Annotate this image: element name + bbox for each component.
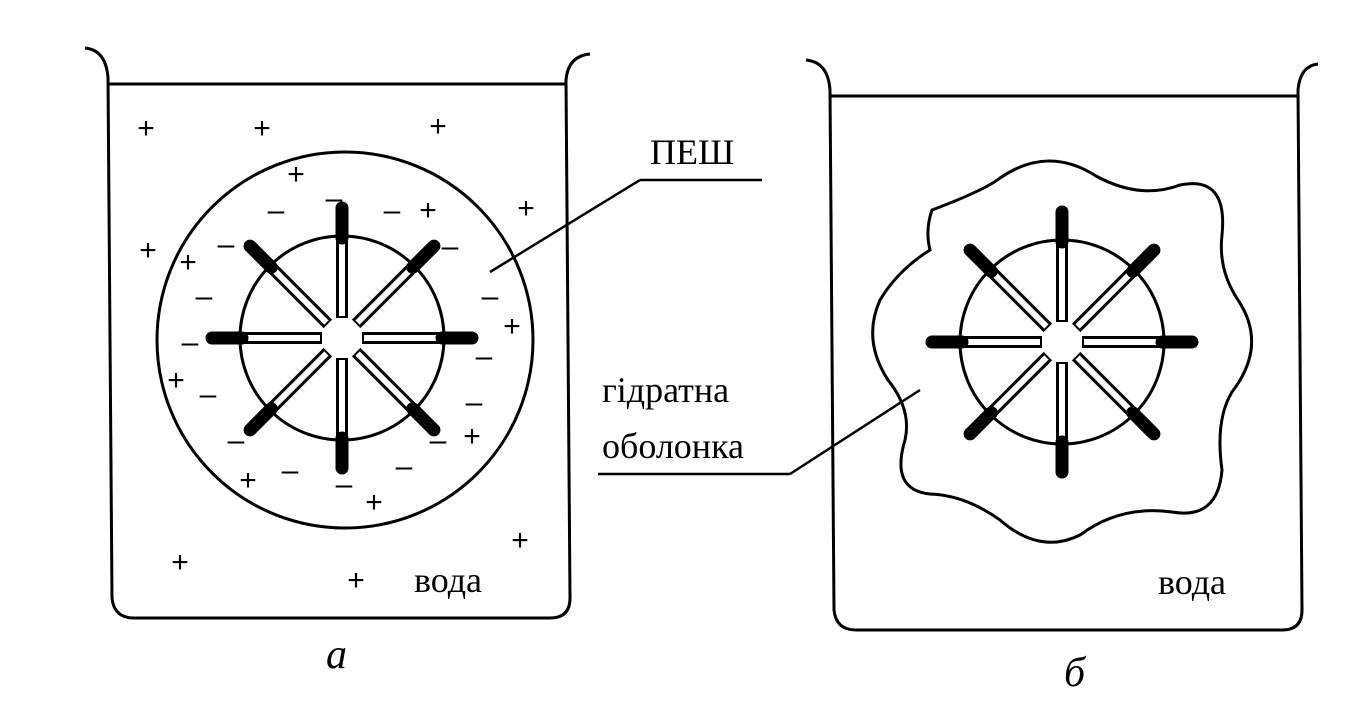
plus-sign: + [179,246,197,279]
caption-a: а [326,632,347,678]
surfactant-molecules-b [925,205,1199,479]
minus-sign: – [396,450,413,483]
water-label-b: вода [1158,562,1226,602]
hydrate-shell [871,159,1254,544]
plus-sign: + [347,564,365,597]
surfactant-molecules-a [205,201,479,475]
surfactant-molecule [963,243,1053,333]
plus-sign: + [511,524,529,557]
beaker-b [805,58,1319,632]
surfactant-molecule [351,347,441,437]
plus-sign: + [167,364,185,397]
minus-sign: – [384,194,401,227]
minus-sign: – [430,424,447,457]
surfactant-molecule [963,351,1053,441]
surfactant-molecule [243,239,333,329]
minus-sign: – [442,230,459,263]
minus-sign: – [336,468,353,501]
minus-sign: – [228,424,245,457]
water-label-a: вода [414,560,482,600]
double-layer-circle-a [155,150,535,530]
plus-sign: + [365,486,383,519]
pesh-pointer-line [489,178,641,274]
minus-sign: – [482,280,499,313]
plus-sign: + [137,112,155,145]
panel-a: ПЕШ вода а ++++++++++++++++ ––––––––––––… [84,46,762,678]
minus-sign: – [182,326,199,359]
surfactant-molecule [243,347,333,437]
panel-b: гідратна оболонка вода б [598,58,1319,696]
minus-sign: – [466,386,483,419]
caption-b: б [1064,650,1087,696]
minus-sign: – [218,228,235,261]
hydrate-pointer-line [789,388,921,476]
hydrate-label-line1: гідратна [602,370,729,410]
negative-charges-a: –––––––––––––––– [182,182,499,501]
surfactant-molecule [351,239,441,329]
hydrate-label-line2: оболонка [602,426,744,466]
minus-sign: – [326,182,343,215]
plus-sign: + [503,310,521,343]
beaker-a [84,46,591,620]
pesh-label: ПЕШ [650,132,734,172]
minus-sign: – [476,340,493,373]
positive-charges-a: + + + + + + + + + + + + + + + + [137,110,535,597]
plus-sign: + [463,420,481,453]
minus-sign: – [268,194,285,227]
minus-sign: – [282,454,299,487]
plus-sign: + [517,192,535,225]
plus-sign: + [419,194,437,227]
surfactant-molecule [1071,243,1161,333]
minus-sign: – [196,280,213,313]
plus-sign: + [239,464,257,497]
surfactant-molecule [1071,351,1161,441]
plus-sign: + [429,110,447,143]
plus-sign: + [253,112,271,145]
plus-sign: + [171,546,189,579]
minus-sign: – [200,378,217,411]
plus-sign: + [287,158,305,191]
plus-sign: + [139,234,157,267]
